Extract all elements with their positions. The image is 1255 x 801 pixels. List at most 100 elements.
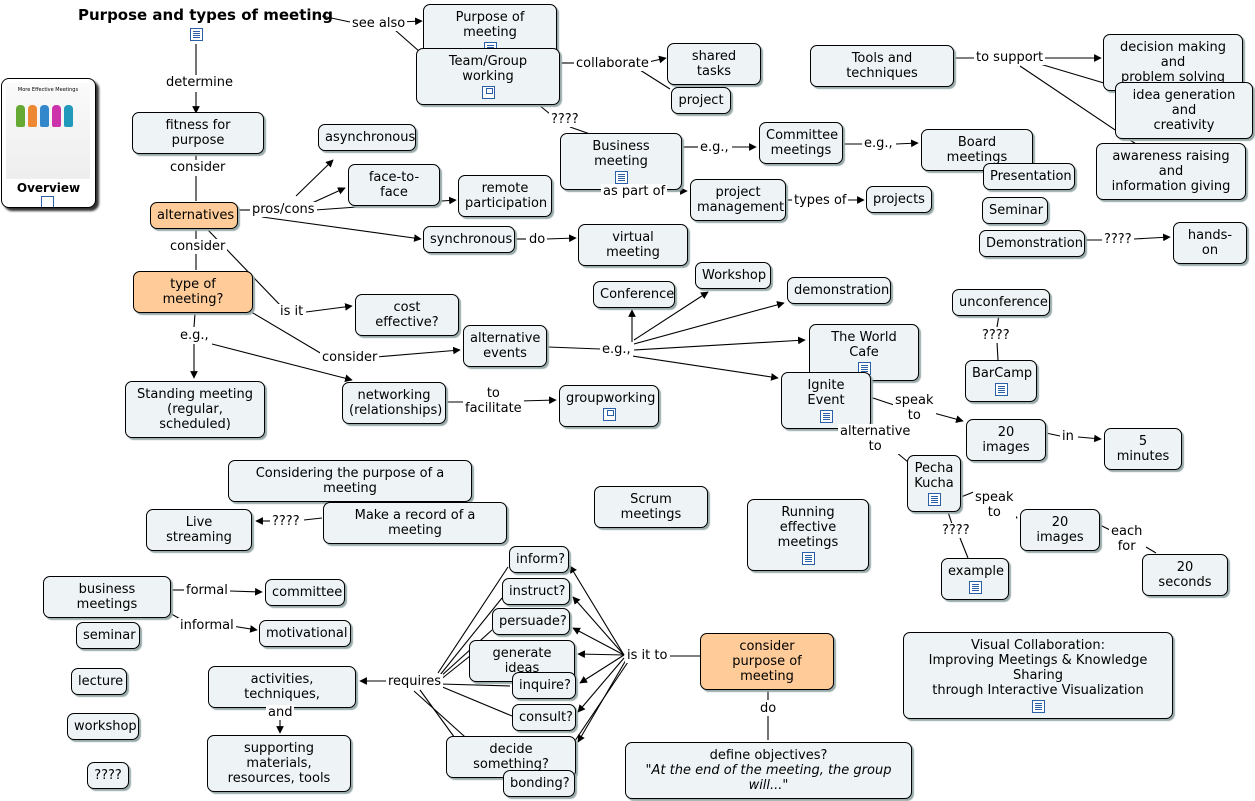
link-is-it-to: is it to	[625, 648, 670, 663]
node-pecha-kucha[interactable]: Pecha Kucha	[907, 455, 961, 512]
node-business-meetings[interactable]: business meetings	[43, 576, 171, 618]
link-as-part-of: as part of	[601, 184, 668, 199]
link-qqqq-demo: ????	[1102, 232, 1134, 247]
node-committee-meetings[interactable]: Committee meetings	[759, 122, 843, 164]
node-demonstration-cap[interactable]: Demonstration	[979, 230, 1085, 257]
node-decide-something[interactable]: decide something?	[446, 736, 576, 778]
node-20-images-b[interactable]: 20 images	[1020, 509, 1100, 551]
overview-label: Overview	[16, 181, 81, 195]
node-standing-meeting[interactable]: Standing meeting (regular, scheduled)	[125, 381, 265, 438]
node-synchronous[interactable]: synchronous	[423, 226, 515, 253]
node-inform[interactable]: inform?	[509, 546, 569, 573]
node-team-group-working[interactable]: Team/Group working	[416, 48, 560, 105]
link-types-of: types of	[792, 193, 849, 208]
node-projects[interactable]: projects	[866, 186, 932, 213]
map-link-icon[interactable]	[602, 408, 616, 421]
node-activities[interactable]: activities, techniques,	[208, 666, 356, 708]
link-qqqq-barcamp: ????	[980, 328, 1012, 343]
node-shared-tasks[interactable]: shared tasks	[667, 43, 761, 85]
link-determine: determine	[164, 75, 235, 90]
node-workshop-low[interactable]: workshop	[67, 713, 139, 740]
person-figure-icon	[16, 105, 25, 127]
person-figure-icon	[28, 105, 37, 127]
resource-icon[interactable]	[819, 410, 833, 423]
person-figure-icon	[52, 105, 61, 127]
node-20-images-a[interactable]: 20 images	[966, 419, 1046, 461]
node-instruct[interactable]: instruct?	[502, 578, 570, 605]
node-running-effective[interactable]: Running effective meetings	[747, 499, 869, 571]
node-committee[interactable]: committee	[265, 579, 345, 606]
node-conference[interactable]: Conference	[593, 281, 675, 308]
node-scrum-meetings[interactable]: Scrum meetings	[594, 486, 708, 528]
link-speak-to-a: speak to	[893, 393, 936, 423]
node-hands-on[interactable]: hands-on	[1173, 222, 1247, 264]
node-networking[interactable]: networking (relationships)	[342, 382, 446, 424]
link-do-sync: do	[527, 232, 548, 247]
node-cost-effective[interactable]: cost effective?	[355, 294, 459, 336]
node-type-of-meeting[interactable]: type of meeting?	[133, 271, 253, 313]
node-qqqq-low[interactable]: ????	[87, 762, 129, 789]
node-seminar-top[interactable]: Seminar	[982, 197, 1048, 224]
node-considering-purpose[interactable]: Considering the purpose of a meeting	[228, 460, 472, 502]
link-consider-1: consider	[168, 160, 228, 175]
node-visual-collaboration[interactable]: Visual Collaboration: Improving Meetings…	[903, 632, 1173, 719]
node-motivational[interactable]: motivational	[259, 620, 351, 647]
node-workshop-top[interactable]: Workshop	[695, 262, 771, 289]
node-unconference[interactable]: unconference	[952, 289, 1050, 316]
link-qqqq-stream: ????	[270, 514, 302, 529]
link-consider-3: consider	[320, 350, 380, 365]
resource-icon[interactable]	[614, 171, 628, 184]
node-seminar-low[interactable]: seminar	[76, 622, 140, 649]
node-remote-participation[interactable]: remote participation	[458, 175, 552, 217]
link-in: in	[1060, 429, 1076, 444]
node-project-management[interactable]: project management	[690, 179, 786, 221]
link-do-objectives: do	[758, 701, 779, 716]
node-business-meeting[interactable]: Business meeting	[560, 133, 682, 190]
node-groupworking[interactable]: groupworking	[559, 385, 659, 427]
link-to-facilitate: to facilitate	[463, 386, 524, 416]
resource-icon[interactable]	[1031, 700, 1045, 713]
node-define-objectives[interactable]: define objectives?"At the end of the mee…	[625, 742, 912, 799]
person-figure-icon	[40, 105, 49, 127]
node-consult[interactable]: consult?	[512, 704, 576, 731]
node-virtual-meeting[interactable]: virtual meeting	[578, 224, 688, 266]
node-live-streaming[interactable]: Live streaming	[146, 509, 252, 551]
node-5-minutes[interactable]: 5 minutes	[1104, 428, 1182, 470]
title-resource-icon[interactable]	[187, 26, 205, 44]
node-lecture[interactable]: lecture	[71, 668, 127, 695]
node-face-to-face[interactable]: face-to-face	[348, 164, 440, 206]
node-example[interactable]: example	[941, 558, 1009, 600]
map-link-icon[interactable]	[481, 86, 495, 99]
resource-icon[interactable]	[968, 581, 982, 594]
node-demonstration-low[interactable]: demonstration	[787, 277, 891, 304]
node-consider-purpose[interactable]: consider purpose of meeting	[700, 633, 834, 690]
node-20-seconds[interactable]: 20 seconds	[1142, 554, 1228, 596]
node-inquire[interactable]: inquire?	[512, 672, 576, 699]
resource-icon[interactable]	[801, 552, 815, 565]
node-alternatives[interactable]: alternatives	[150, 202, 238, 229]
link-consider-2: consider	[168, 239, 228, 254]
node-bonding[interactable]: bonding?	[503, 770, 575, 797]
node-presentation[interactable]: Presentation	[983, 163, 1075, 190]
node-persuade[interactable]: persuade?	[492, 608, 570, 635]
node-ignite-event[interactable]: Ignite Event	[781, 372, 871, 429]
node-make-record[interactable]: Make a record of a meeting	[323, 502, 507, 544]
node-barcamp[interactable]: BarCamp	[965, 360, 1037, 402]
node-alternative-events[interactable]: alternative events	[463, 325, 547, 367]
node-tools-techniques[interactable]: Tools and techniques	[810, 45, 954, 87]
map-link-icon[interactable]	[41, 196, 54, 207]
define-objectives-quote: "At the end of the meeting, the group wi…	[645, 763, 892, 793]
resource-icon[interactable]	[927, 493, 941, 506]
resource-icon[interactable]	[994, 383, 1008, 396]
node-project[interactable]: project	[671, 87, 731, 114]
link-eg-events: e.g.,	[600, 342, 633, 357]
node-awareness-raising[interactable]: awareness raising and information giving	[1096, 143, 1246, 200]
node-asynchronous[interactable]: asynchronous	[318, 124, 416, 151]
link-pros-cons: pros/cons	[250, 202, 317, 217]
node-fitness-for-purpose[interactable]: fitness for purpose	[132, 112, 264, 154]
node-idea-generation[interactable]: idea generation and creativity	[1115, 82, 1253, 139]
overview-thumbnail[interactable]: More Effective Meetings Overview	[1, 78, 96, 208]
node-supporting-materials[interactable]: supporting materials, resources, tools	[207, 735, 351, 792]
link-informal: informal	[178, 618, 236, 633]
map-title: Purpose and types of meeting	[78, 6, 333, 24]
